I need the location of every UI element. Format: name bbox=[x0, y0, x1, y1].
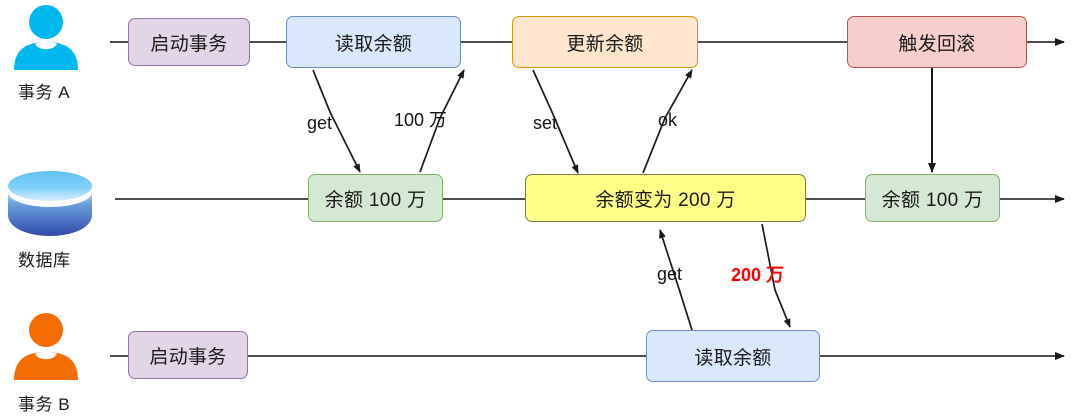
edge-a-ok bbox=[642, 69, 693, 174]
node-a-trigger-rollback[interactable]: 触发回滚 bbox=[847, 16, 1027, 68]
edge-b-get bbox=[659, 229, 693, 331]
node-b-read-balance[interactable]: 读取余额 bbox=[646, 330, 820, 382]
node-a-start[interactable]: 启动事务 bbox=[128, 18, 250, 66]
node-db-balance-becomes-200[interactable]: 余额变为 200 万 bbox=[525, 174, 806, 222]
edge-a-get bbox=[312, 69, 361, 173]
person-icon-b bbox=[14, 313, 78, 380]
node-a-update-balance[interactable]: 更新余额 bbox=[512, 16, 698, 68]
node-a-read-balance[interactable]: 读取余额 bbox=[286, 16, 461, 68]
node-db-balance-100[interactable]: 余额 100 万 bbox=[308, 174, 443, 222]
node-b-start[interactable]: 启动事务 bbox=[128, 331, 248, 379]
edge-b-result bbox=[761, 223, 791, 328]
lane-label-a: 事务 A bbox=[18, 83, 71, 102]
edge-label-a-get: get bbox=[307, 113, 333, 133]
edge-a-set bbox=[532, 69, 579, 174]
database-icon bbox=[8, 171, 92, 236]
edge-label-a-set: set bbox=[533, 113, 558, 133]
edge-label-a-result: 100 万 bbox=[394, 110, 448, 130]
person-icon-a bbox=[14, 5, 78, 70]
lane-label-db: 数据库 bbox=[18, 251, 71, 270]
edge-label-a-ok: ok bbox=[658, 110, 678, 130]
lane-label-b: 事务 B bbox=[18, 395, 71, 414]
edge-label-b-get: get bbox=[657, 264, 683, 284]
edge-label-b-result: 200 万 bbox=[731, 265, 785, 285]
node-db-balance-100-after-rollback[interactable]: 余额 100 万 bbox=[865, 174, 1000, 222]
edge-a-result bbox=[419, 69, 465, 173]
